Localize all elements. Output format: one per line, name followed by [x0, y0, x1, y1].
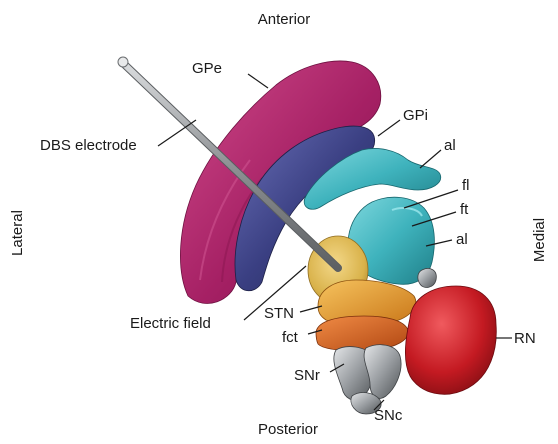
label-fl: fl [462, 177, 470, 194]
sn-side-fragment [418, 268, 436, 287]
label-al-bottom: al [456, 231, 468, 248]
label-ft: ft [460, 201, 469, 218]
rn-structure [405, 286, 496, 394]
label-fct: fct [282, 329, 299, 346]
orientation-posterior: Posterior [258, 421, 318, 438]
label-al-top: al [444, 137, 456, 154]
gpe-leader [248, 74, 268, 88]
dbs-electrode-leader [158, 120, 196, 146]
orientation-anterior: Anterior [258, 11, 311, 28]
fct-structure [316, 316, 408, 351]
orientation-medial: Medial [531, 218, 548, 262]
label-electric-field: Electric field [130, 315, 211, 332]
label-rn: RN [514, 330, 536, 347]
al-top-leader [420, 150, 441, 168]
label-snc: SNc [374, 407, 403, 424]
snc-structure [364, 345, 401, 399]
orientation-lateral: Lateral [9, 210, 26, 256]
label-dbs-electrode: DBS electrode [40, 137, 137, 154]
fl-leader [404, 190, 458, 208]
label-gpe: GPe [192, 60, 222, 77]
label-stn: STN [264, 305, 294, 322]
gpi-leader [378, 120, 400, 136]
label-gpi: GPi [403, 107, 428, 124]
dbs-electrode-tip [118, 57, 128, 67]
label-snr: SNr [294, 367, 320, 384]
